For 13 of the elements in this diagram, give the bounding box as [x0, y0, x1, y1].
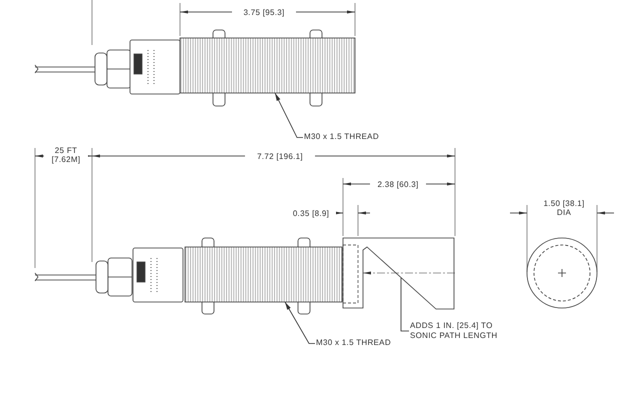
dimension-text: 25 FT [7.62M]: [44, 146, 88, 164]
leader-line: [274, 92, 304, 138]
dimension-text: 7.72 [196.1]: [245, 152, 315, 161]
dimension-text: 2.38 [60.3]: [370, 180, 426, 189]
callout-text: ADDS 1 IN. [25.4] TO SONIC PATH LENGTH: [410, 321, 510, 341]
callout-text: M30 x 1.5 THREAD: [304, 132, 394, 142]
callout-text: M30 x 1.5 THREAD: [316, 338, 406, 348]
leader-line: [284, 302, 316, 344]
leader-line: [400, 278, 410, 332]
dimension-text: 3.75 [95.3]: [232, 8, 296, 17]
reflector-drawing: [342, 238, 454, 310]
thread-section: [180, 38, 356, 94]
thread-section: [184, 246, 342, 302]
